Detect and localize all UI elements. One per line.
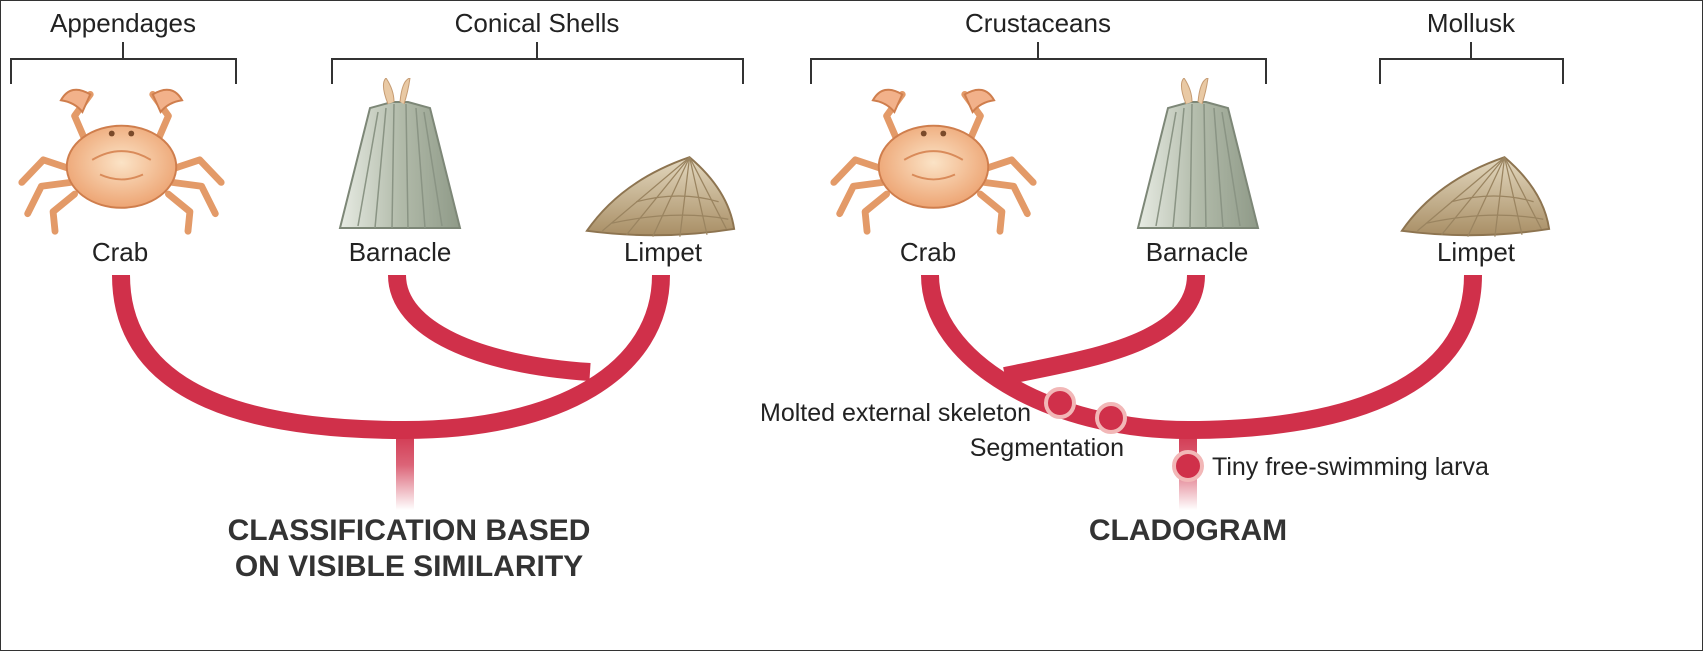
bracket-conical-shells xyxy=(332,42,743,84)
crab-illustration xyxy=(834,90,1033,232)
right-title: CLADOGRAM xyxy=(1089,514,1287,547)
organism-label-limpet: Limpet xyxy=(624,237,703,267)
branch-limpet xyxy=(405,275,661,430)
left-diagram: Appendages Conical Shells Crab Barnacle … xyxy=(11,8,743,583)
branch-barnacle xyxy=(397,275,590,372)
trait-marker-larva xyxy=(1174,452,1202,480)
organism-label-crab: Crab xyxy=(900,237,956,267)
organism-label-limpet: Limpet xyxy=(1437,237,1516,267)
crab-illustration xyxy=(22,90,221,232)
bracket-appendages xyxy=(11,42,236,84)
trait-label-larva: Tiny free-swimming larva xyxy=(1212,453,1489,481)
trunk-left xyxy=(396,428,414,510)
trait-marker-segmentation xyxy=(1097,404,1125,432)
organism-label-barnacle: Barnacle xyxy=(349,237,452,267)
group-label-conical-shells: Conical Shells xyxy=(455,8,620,38)
limpet-illustration xyxy=(587,157,734,236)
left-title-line-2: ON VISIBLE SIMILARITY xyxy=(235,550,583,583)
barnacle-illustration xyxy=(340,78,460,228)
barnacle-illustration xyxy=(1138,78,1258,228)
trait-label-molted-skeleton: Molted external skeleton xyxy=(760,399,1031,427)
group-label-crustaceans: Crustaceans xyxy=(965,8,1111,38)
right-diagram: Crustaceans Mollusk Crab Barnacle Limpet… xyxy=(760,8,1563,547)
branch-crab xyxy=(121,275,405,430)
organism-label-crab: Crab xyxy=(92,237,148,267)
trait-label-segmentation: Segmentation xyxy=(970,434,1124,462)
limpet-illustration xyxy=(1402,157,1549,236)
group-label-appendages: Appendages xyxy=(50,8,196,38)
bracket-crustaceans xyxy=(811,42,1266,84)
branch-limpet xyxy=(1188,275,1473,430)
organism-label-barnacle: Barnacle xyxy=(1146,237,1249,267)
branch-barnacle xyxy=(1005,275,1196,376)
left-title-line-1: CLASSIFICATION BASED xyxy=(228,514,591,547)
bracket-mollusk xyxy=(1380,42,1563,84)
trait-marker-molted-skeleton xyxy=(1046,389,1074,417)
group-label-mollusk: Mollusk xyxy=(1427,8,1516,38)
